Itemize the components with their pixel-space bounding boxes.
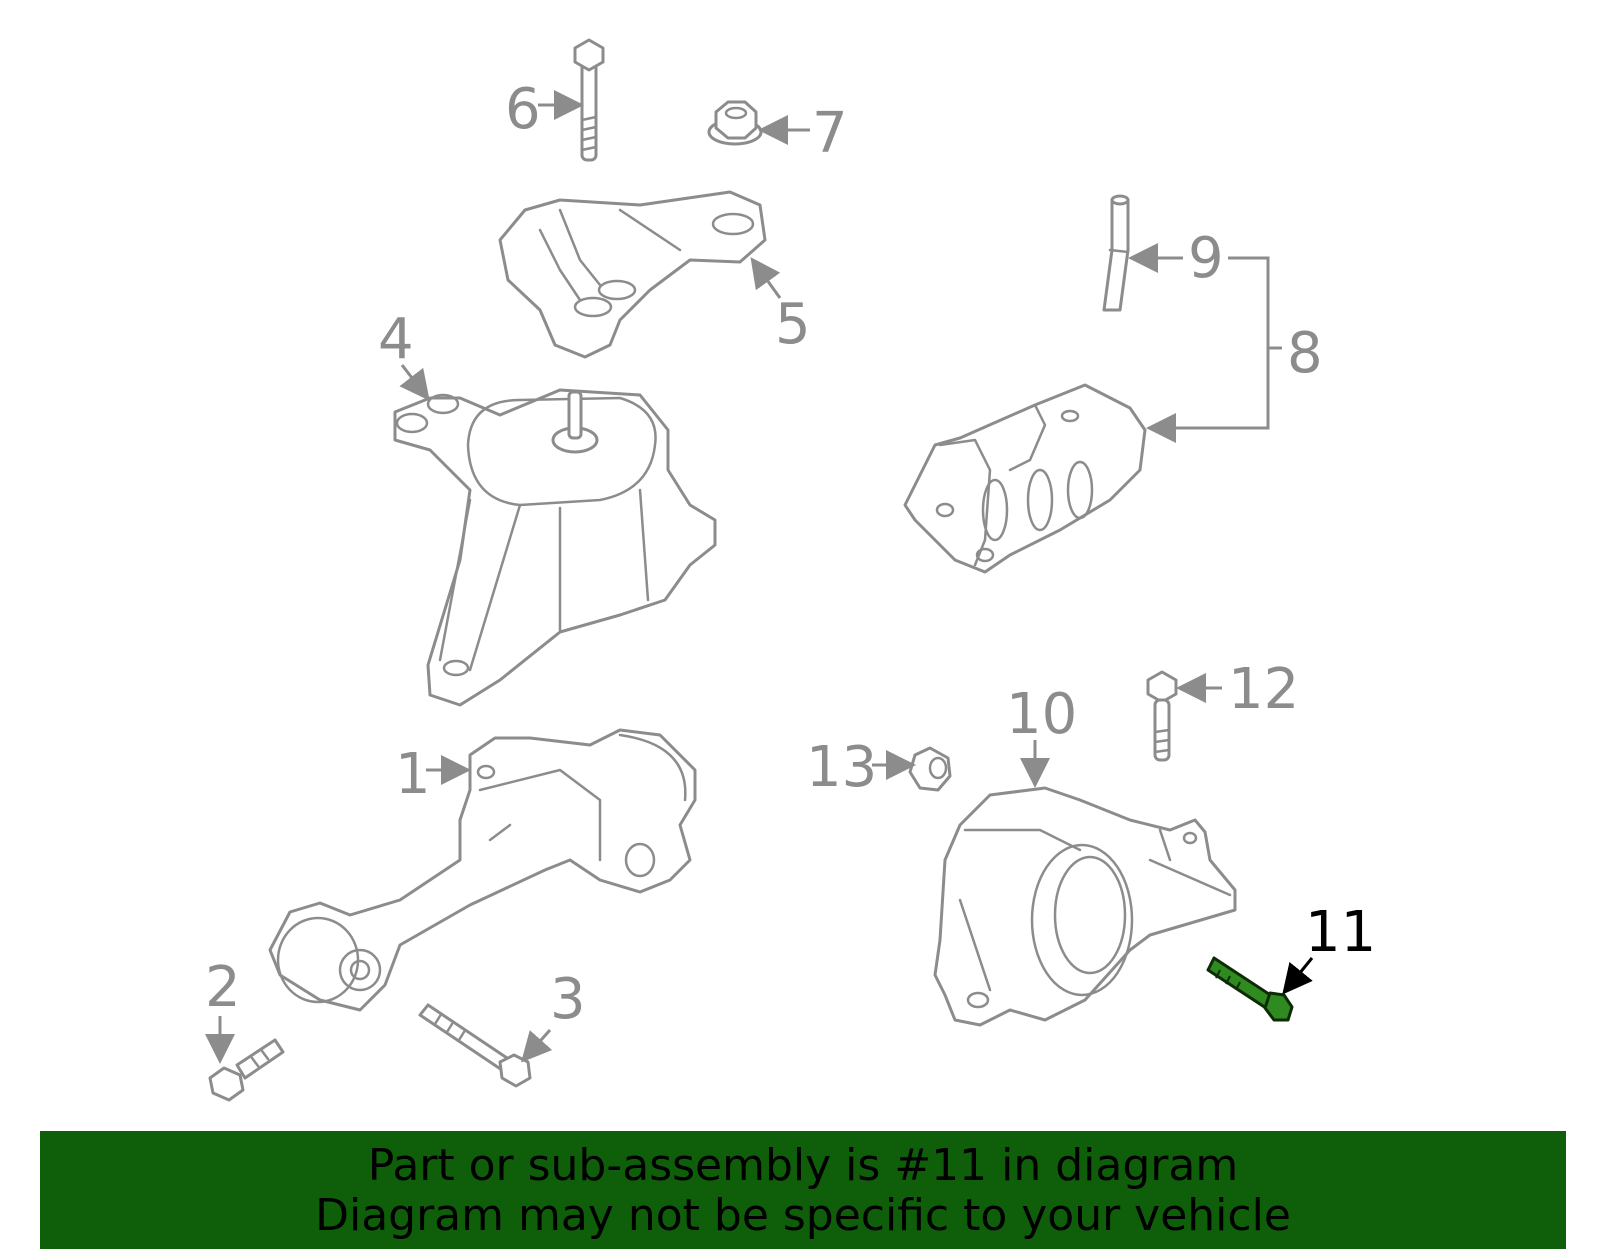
leader-4 xyxy=(399,364,430,401)
part-2-bolt xyxy=(208,1038,285,1102)
part-5-bracket xyxy=(498,190,767,359)
part-11-bolt-highlighted[interactable] xyxy=(1206,956,1294,1022)
banner-line-2: Diagram may not be specific to your vehi… xyxy=(315,1190,1291,1241)
part-8-mount xyxy=(903,383,1147,574)
callout-10: 10 xyxy=(1006,682,1077,747)
callout-8: 8 xyxy=(1287,321,1323,386)
leader-11 xyxy=(1282,957,1314,995)
callout-9: 9 xyxy=(1188,226,1224,291)
callout-2: 2 xyxy=(205,955,241,1020)
part-7-nut xyxy=(707,100,763,146)
callout-4: 4 xyxy=(378,307,414,372)
callout-7: 7 xyxy=(812,101,848,166)
leader-lines xyxy=(205,90,1314,1064)
callout-11: 11 xyxy=(1305,900,1376,965)
part-3-bolt xyxy=(418,1003,532,1088)
part-13-nut xyxy=(908,746,952,792)
part-9-stud xyxy=(1102,194,1130,312)
leader-3 xyxy=(521,1029,553,1063)
callout-1: 1 xyxy=(395,742,431,807)
part-6-bolt xyxy=(573,38,605,162)
banner-line-1: Part or sub-assembly is #11 in diagram xyxy=(367,1140,1239,1191)
part-12-bolt xyxy=(1146,670,1178,762)
callout-12: 12 xyxy=(1228,657,1299,722)
leader-5 xyxy=(750,257,782,299)
callout-labels: 6 7 5 4 9 8 1 13 12 10 11 2 3 xyxy=(205,77,1376,1032)
callout-6: 6 xyxy=(505,77,541,142)
part-1-torque-rod xyxy=(268,728,697,1012)
callout-3: 3 xyxy=(550,967,586,1032)
part-10-bracket xyxy=(933,786,1237,1027)
callout-5: 5 xyxy=(775,292,811,357)
info-banner: Part or sub-assembly is #11 in diagram D… xyxy=(40,1131,1566,1249)
leader-8-bracket xyxy=(1146,256,1270,443)
part-4-mount xyxy=(393,388,717,707)
callout-13: 13 xyxy=(806,735,877,800)
